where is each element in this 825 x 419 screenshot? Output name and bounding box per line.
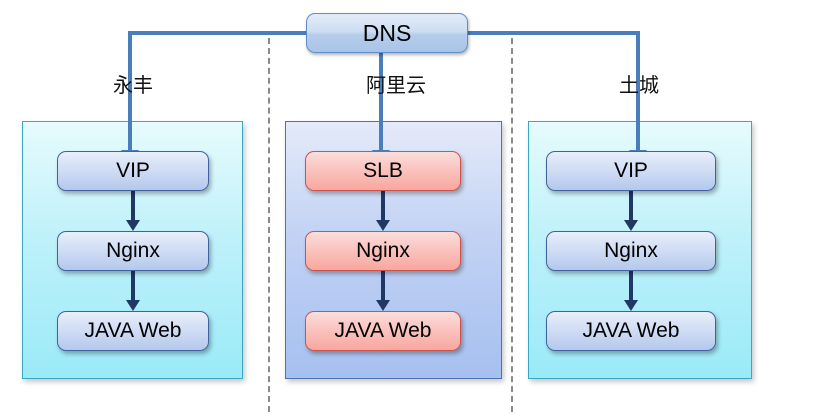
dns-to-yongfeng-vertical-connector [128, 31, 132, 156]
node-yongfeng-javaweb[interactable]: JAVA Web [57, 311, 209, 351]
dns-node[interactable]: DNS [306, 13, 468, 53]
node-tucheng-nginx[interactable]: Nginx [546, 231, 716, 271]
node-aliyun-nginx[interactable]: Nginx [305, 231, 461, 271]
arrow-aliyun-slb-to-nginx [376, 191, 390, 231]
arrow-yongfeng-nginx-to-javaweb [126, 271, 140, 311]
region-divider-2 [511, 38, 513, 412]
node-aliyun-slb[interactable]: SLB [305, 151, 461, 191]
node-tucheng-javaweb[interactable]: JAVA Web [546, 311, 716, 351]
dns-to-yongfeng-horizontal-connector [128, 31, 308, 35]
node-aliyun-javaweb[interactable]: JAVA Web [305, 311, 461, 351]
node-yongfeng-vip[interactable]: VIP [57, 151, 209, 191]
region-caption-yongfeng: 永丰 [113, 73, 153, 97]
node-yongfeng-nginx[interactable]: Nginx [57, 231, 209, 271]
region-caption-aliyun: 阿里云 [366, 73, 426, 97]
region-divider-1 [268, 38, 270, 412]
arrow-aliyun-nginx-to-javaweb [376, 271, 390, 311]
arrow-tucheng-nginx-to-javaweb [624, 271, 638, 311]
arrow-yongfeng-vip-to-nginx [126, 191, 140, 231]
dns-to-tucheng-horizontal-connector [466, 31, 640, 35]
node-tucheng-vip[interactable]: VIP [546, 151, 716, 191]
arrow-tucheng-vip-to-nginx [624, 191, 638, 231]
dns-to-tucheng-vertical-connector [636, 31, 640, 156]
region-caption-tucheng: 土城 [619, 73, 659, 97]
dns-to-aliyun-vertical-connector [379, 50, 383, 156]
